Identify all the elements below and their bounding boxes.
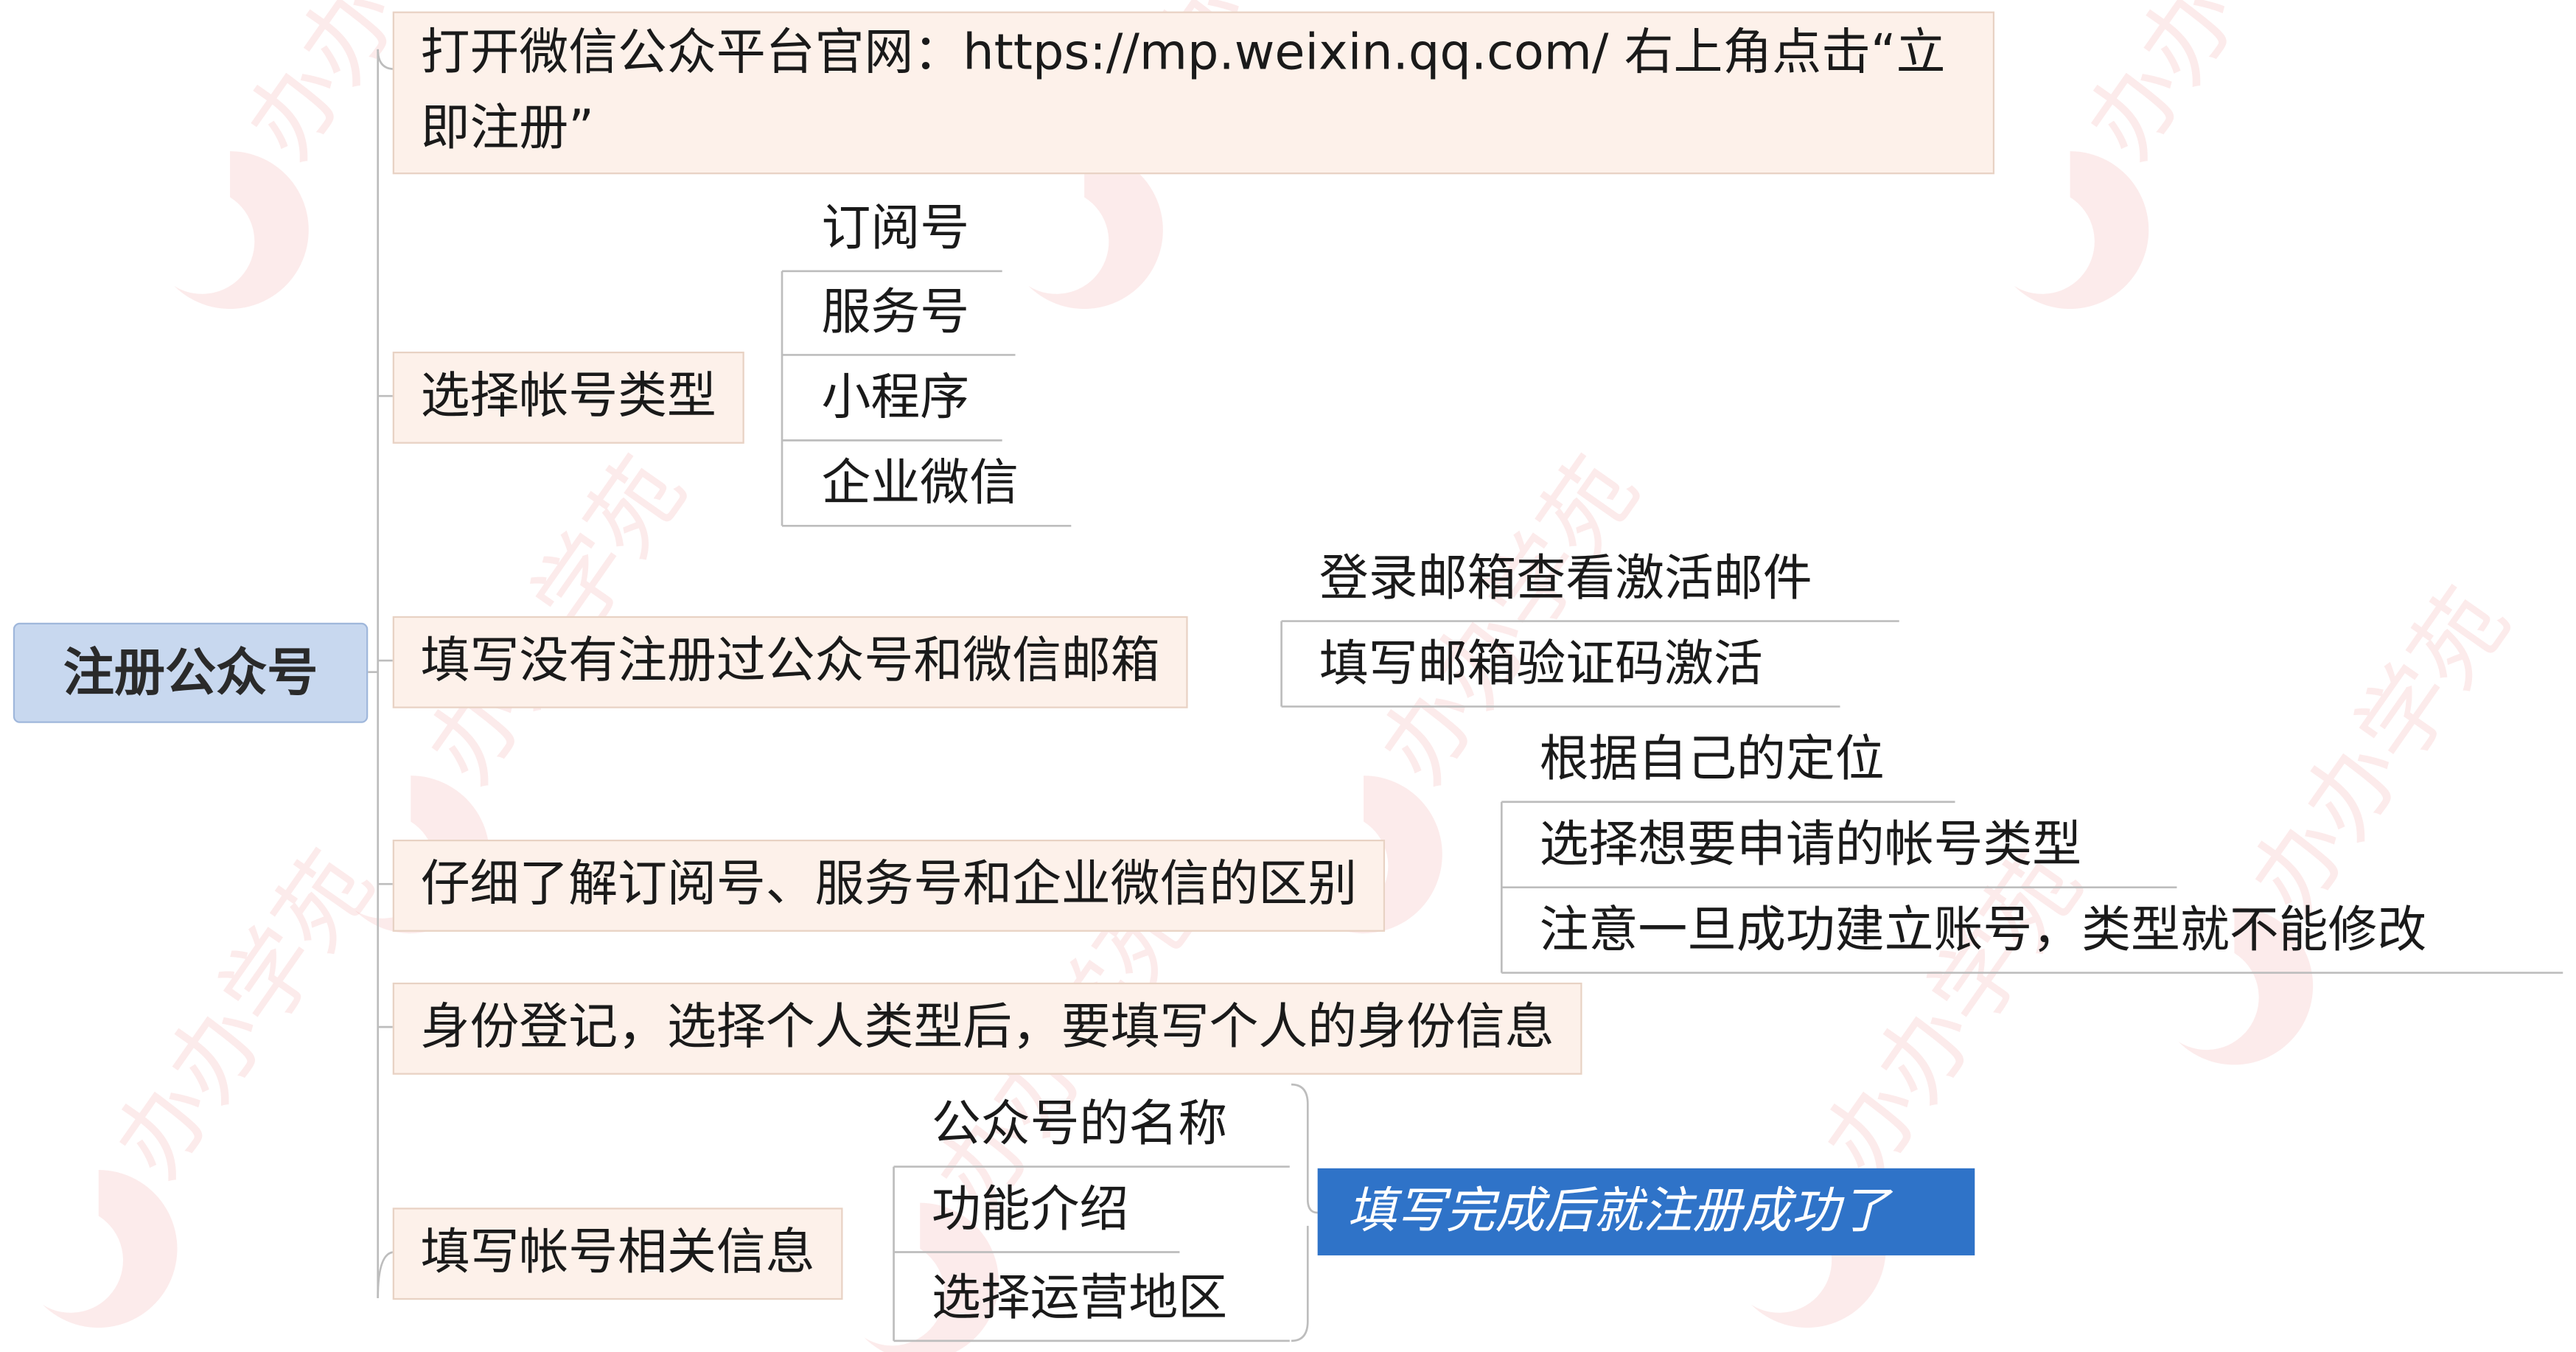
branch-account-info[interactable]: 填写帐号相关信息 [392, 1208, 843, 1300]
root-node[interactable]: 注册公众号 [13, 622, 369, 723]
leaf-check-activation-email[interactable]: 登录邮箱查看激活邮件 [1319, 550, 1812, 608]
leaf-choose-type[interactable]: 选择想要申请的帐号类型 [1539, 816, 2082, 874]
leaf-subscription[interactable]: 订阅号 [821, 200, 970, 258]
leaf-region[interactable]: 选择运营地区 [931, 1270, 1228, 1328]
branch-email[interactable]: 填写没有注册过公众号和微信邮箱 [392, 616, 1188, 708]
summary-node[interactable]: 填写完成后就注册成功了 [1317, 1168, 1975, 1255]
leaf-account-name[interactable]: 公众号的名称 [931, 1095, 1228, 1154]
leaf-verify-email-code[interactable]: 填写邮箱验证码激活 [1319, 635, 1763, 694]
leaf-enterprise-wechat[interactable]: 企业微信 [821, 455, 1019, 513]
branch-account-type[interactable]: 选择帐号类型 [392, 352, 744, 444]
branch-account-differences[interactable]: 仔细了解订阅号、服务号和企业微信的区别 [392, 840, 1386, 932]
leaf-function-intro[interactable]: 功能介绍 [931, 1181, 1129, 1239]
leaf-positioning[interactable]: 根据自己的定位 [1539, 731, 1885, 789]
leaf-type-locked[interactable]: 注意一旦成功建立账号，类型就不能修改 [1539, 902, 2427, 960]
branch-identity[interactable]: 身份登记，选择个人类型后，要填写个人的身份信息 [392, 982, 1582, 1075]
branch-open-website[interactable]: 打开微信公众平台官网：https://mp.weixin.qq.com/ 右上角… [392, 11, 1995, 175]
leaf-mini-program[interactable]: 小程序 [821, 369, 970, 428]
leaf-service[interactable]: 服务号 [821, 284, 970, 342]
